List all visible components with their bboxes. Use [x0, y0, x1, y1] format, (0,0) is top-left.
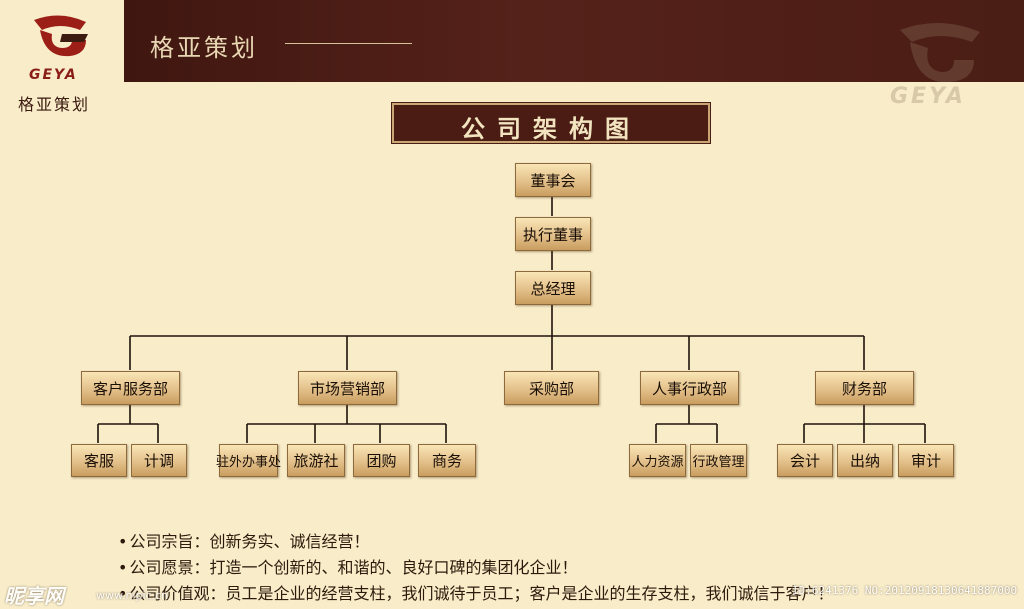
node-dept-purchasing: 采购部 — [504, 371, 599, 405]
node-human-resources: 人力资源 — [629, 444, 686, 477]
node-accounting: 会计 — [777, 444, 833, 477]
mission-values-text: 公司价值观：员工是企业的经营支柱，我们诚待于员工；客户是企业的生存支柱，我们诚信… — [129, 584, 834, 603]
watermark-url: www.nipic.cn — [96, 589, 169, 602]
node-board: 董事会 — [515, 163, 591, 197]
diagram-title: 公司架构图 — [461, 114, 641, 143]
node-dept-marketing: 市场营销部 — [298, 371, 397, 405]
mission-values: •公司价值观：员工是企业的经营支柱，我们诚待于员工；客户是企业的生存支柱，我们诚… — [118, 584, 834, 603]
diagram-title-box: 公司架构图 — [392, 103, 710, 143]
node-general-manager: 总经理 — [515, 271, 591, 305]
node-audit: 审计 — [898, 444, 954, 477]
node-executive-director: 执行董事 — [515, 217, 591, 251]
node-dept-hr-admin: 人事行政部 — [640, 371, 739, 405]
node-travel-agency: 旅游社 — [287, 444, 345, 477]
node-group-buying: 团购 — [353, 444, 410, 477]
logo-chinese-name: 格亚策划 — [18, 95, 91, 114]
node-customer-service: 客服 — [71, 444, 127, 477]
node-branch-office: 驻外办事处 — [216, 444, 281, 477]
node-dept-customer-service: 客户服务部 — [81, 371, 180, 405]
watermark-logo-icon — [900, 22, 980, 83]
node-dispatch: 计调 — [131, 444, 187, 477]
logo-text: GEYA — [29, 67, 78, 83]
mission-purpose: •公司宗旨：创新务实、诚信经营！ — [118, 532, 370, 551]
mission-vision: •公司愿景：打造一个创新的、和谐的、良好口碑的集团化企业！ — [118, 558, 578, 577]
node-administration: 行政管理 — [690, 444, 747, 477]
watermark-site: 昵享网 — [4, 584, 64, 608]
node-dept-finance: 财务部 — [815, 371, 914, 405]
geya-logo-icon — [34, 15, 88, 57]
mission-purpose-text: 公司宗旨：创新务实、诚信经营！ — [129, 532, 370, 551]
header-title: 格亚策划 — [150, 34, 258, 62]
node-cashier: 出纳 — [837, 444, 893, 477]
mission-vision-text: 公司愿景：打造一个创新的、和谐的、良好口碑的集团化企业！ — [129, 558, 578, 577]
node-business: 商务 — [418, 444, 476, 477]
watermark-logo-text: GEYA — [890, 84, 966, 109]
logo: GEYA 格亚策划 — [0, 0, 124, 118]
watermark-id: ID:6241376 NO:20120918130641887000 — [792, 584, 1018, 597]
header-bar — [124, 0, 1024, 82]
header-divider — [285, 43, 412, 44]
